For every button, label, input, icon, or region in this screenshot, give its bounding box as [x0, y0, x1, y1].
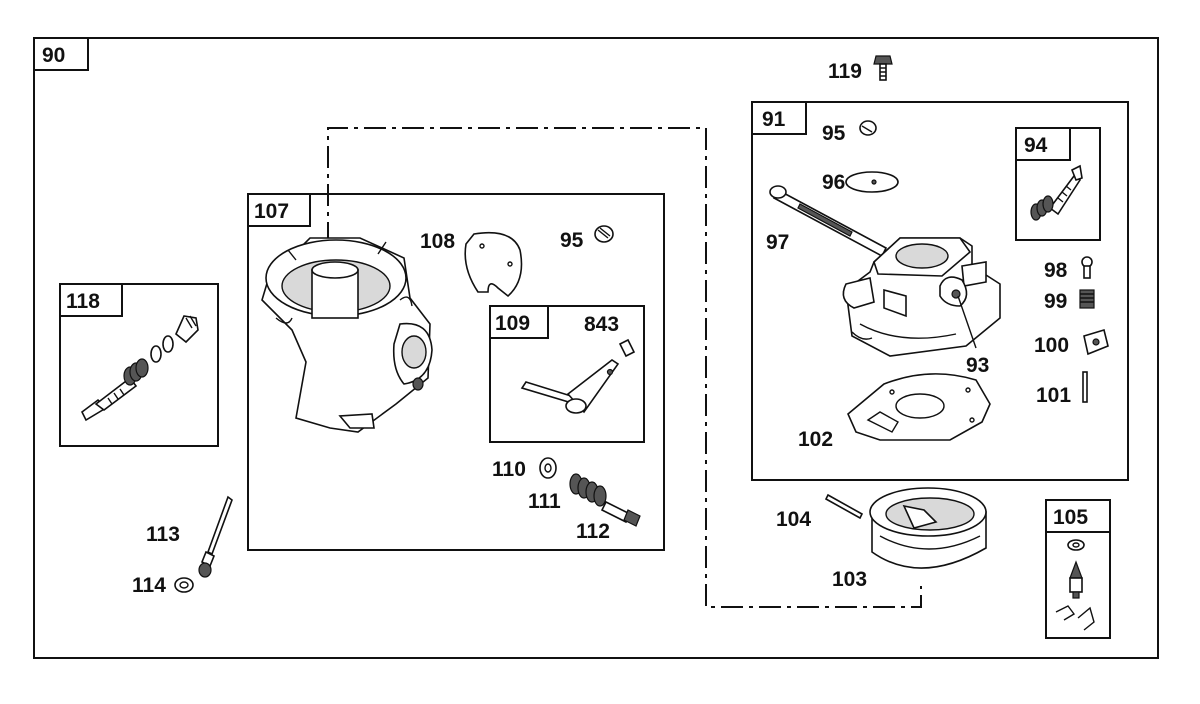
- throttle-shaft-97: [769, 185, 888, 258]
- frame-118-tag: 118: [66, 290, 100, 313]
- carburetor-bowl-body: [261, 237, 433, 433]
- frame-105-tag-box: [1045, 499, 1111, 533]
- callout-108: 108: [420, 230, 455, 253]
- frame-94-tag-box: [1015, 127, 1071, 161]
- callout-843: 843: [584, 313, 619, 336]
- gasket-102: [847, 373, 991, 441]
- washer-110: [539, 457, 557, 479]
- pin-104: [824, 493, 864, 520]
- throttle-body: [842, 237, 1001, 357]
- frame-91-tag: 91: [762, 108, 786, 131]
- spring-99: [1079, 289, 1095, 309]
- frame-90-tag-box: [33, 37, 89, 71]
- frame-118: [59, 283, 219, 447]
- float-assembly: [520, 338, 636, 414]
- callout-114: 114: [132, 574, 166, 597]
- callout-113: 113: [146, 523, 180, 546]
- callout-110: 110: [492, 458, 526, 481]
- callout-99: 99: [1044, 290, 1067, 313]
- needle-valve-assembly: [80, 315, 199, 422]
- callout-96: 96: [822, 171, 845, 194]
- frame-94-tag: 94: [1024, 134, 1048, 157]
- frame-109: [489, 305, 645, 443]
- plug-95-upper: [859, 120, 877, 136]
- frame-109-tag-box: [489, 305, 549, 339]
- callout-100: 100: [1034, 334, 1069, 357]
- callout-101: 101: [1036, 384, 1071, 407]
- callout-97: 97: [766, 231, 789, 254]
- inlet-needle-seat: [1055, 539, 1095, 631]
- idle-screw-assembly: [1030, 164, 1083, 221]
- plug-95-lower: [594, 225, 614, 243]
- callout-119: 119: [828, 60, 862, 83]
- fuel-line-connector: [327, 127, 922, 608]
- frame-109-tag: 109: [495, 312, 530, 335]
- needle-113: [198, 495, 233, 578]
- bolt-119: [873, 55, 893, 81]
- callout-95-lower: 95: [560, 229, 584, 252]
- pin-101: [1082, 371, 1088, 403]
- oring-114: [174, 577, 194, 593]
- callout-102: 102: [798, 428, 833, 451]
- frame-118-tag-box: [59, 283, 123, 317]
- frame-107: [247, 193, 665, 551]
- callout-104: 104: [776, 508, 811, 531]
- callout-111: 111: [528, 490, 561, 513]
- callout-95-upper: 95: [822, 122, 846, 145]
- frame-90-tag: 90: [42, 44, 65, 67]
- lever-100: [1083, 328, 1109, 356]
- callout-98: 98: [1044, 259, 1068, 282]
- callout-112: 112: [576, 520, 610, 543]
- frame-90: [33, 37, 1159, 659]
- frame-91: [751, 101, 1129, 481]
- throttle-plate-96: [845, 171, 899, 193]
- spring-111: [569, 473, 607, 507]
- frame-91-tag-box: [751, 101, 807, 135]
- frame-105-tag: 105: [1053, 506, 1088, 529]
- screw-98: [1081, 256, 1093, 279]
- gasket-108: [464, 231, 523, 298]
- callout-93: 93: [966, 354, 989, 377]
- float-bowl-103: [869, 487, 987, 569]
- callout-103: 103: [832, 568, 867, 591]
- frame-107-tag-box: [247, 193, 311, 227]
- screw-112: [600, 500, 641, 527]
- frame-107-tag: 107: [254, 200, 289, 223]
- leader-93: [957, 295, 977, 349]
